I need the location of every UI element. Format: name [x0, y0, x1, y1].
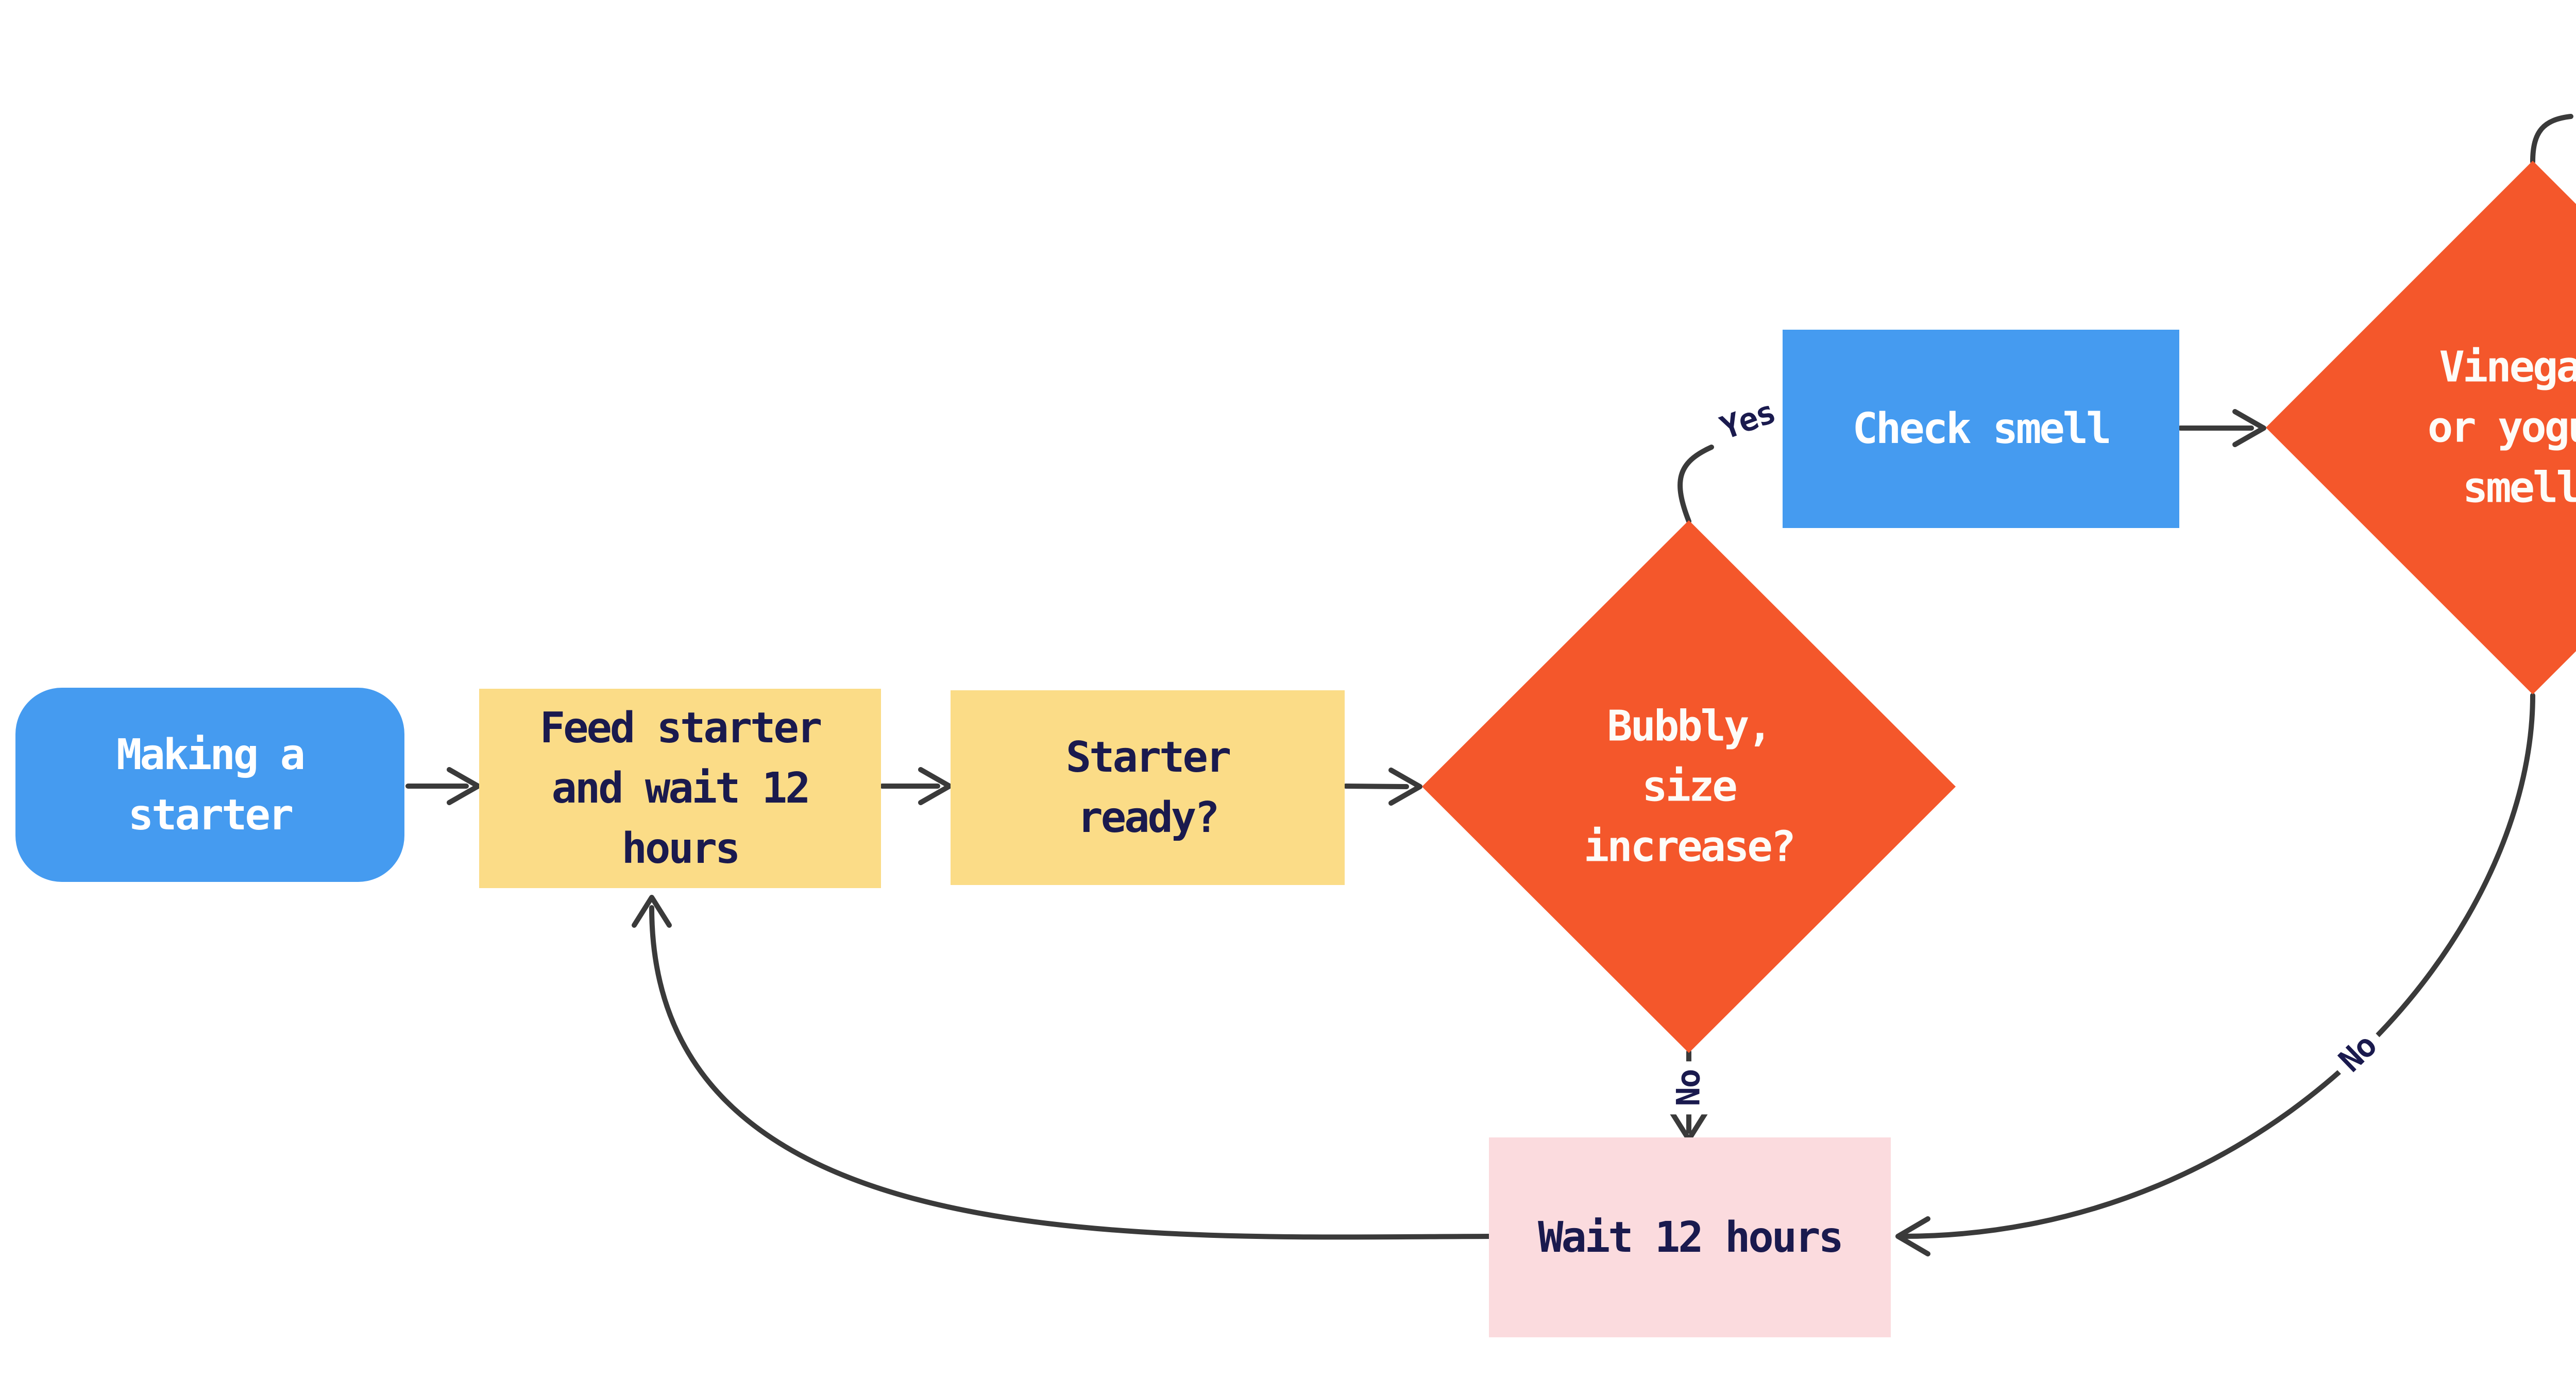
- edge-ready-to-bubbly: [1343, 784, 1409, 789]
- arrowhead-right-icon: [447, 767, 481, 805]
- node-starter-ready: Starter ready?: [951, 690, 1345, 885]
- node-line: increase?: [1583, 822, 1796, 872]
- arrowhead-left-icon: [1895, 1216, 1930, 1256]
- arrowhead-right-icon: [918, 767, 952, 805]
- edge-label-no-bubbly: No: [1667, 1061, 1709, 1115]
- arrowhead-up-icon: [632, 895, 672, 928]
- node-line: Bubbly,: [1607, 702, 1773, 751]
- node-line: starter: [128, 790, 294, 840]
- node-check-smell: Check smell: [1783, 330, 2179, 528]
- node-line: Check smell: [1852, 404, 2111, 453]
- node-line: smell?: [2462, 463, 2576, 513]
- node-making-a-starter: Making a starter: [15, 688, 404, 882]
- arrowhead-right-icon: [2232, 409, 2266, 447]
- node-line: size: [1642, 762, 1737, 811]
- node-feed-starter: Feed starter and wait 12 hours: [479, 689, 881, 888]
- arrowhead-right-icon: [1388, 768, 1422, 806]
- node-vinegary-smell-label: Vinegary or yogurt smell?: [2428, 337, 2576, 518]
- node-line: hours: [621, 824, 741, 873]
- node-line: Making a: [116, 730, 306, 779]
- edge-bubbly-yes-to-check: [1677, 445, 1714, 524]
- edge-wait-loop-to-feed: [649, 905, 1493, 1240]
- node-line: Vinegary: [2439, 343, 2576, 392]
- edge-vinegary-no-to-wait: [1900, 693, 2535, 1239]
- node-line: Wait 12 hours: [1538, 1213, 1844, 1262]
- node-line: or yogurt: [2427, 403, 2576, 452]
- node-line: ready?: [1077, 793, 1219, 842]
- decision-diamond-vinegary: [2266, 161, 2576, 694]
- node-wait-12-hours: Wait 12 hours: [1489, 1137, 1891, 1337]
- node-line: Starter: [1065, 733, 1232, 782]
- node-line: Feed starter: [539, 704, 822, 753]
- decision-diamond-bubbly: [1422, 520, 1956, 1053]
- edge-vinegary-yes-to-dough: [2530, 114, 2573, 164]
- node-line: and wait 12: [551, 764, 810, 813]
- node-bubbly-size-increase-label: Bubbly, size increase?: [1583, 696, 1796, 877]
